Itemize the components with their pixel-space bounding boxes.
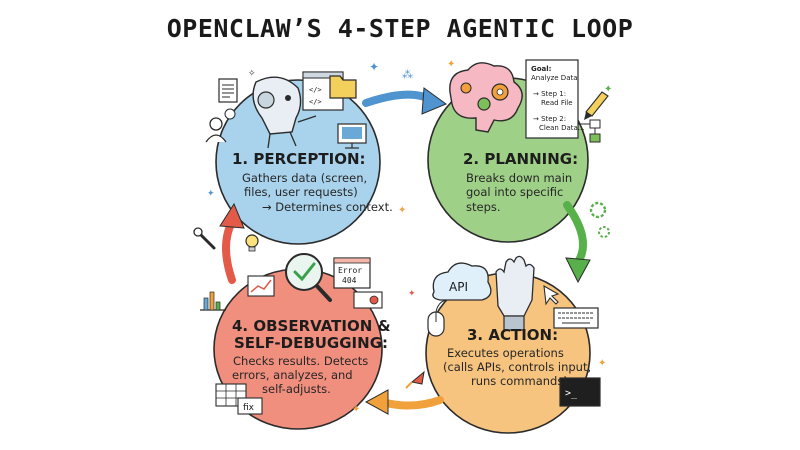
- brain-gears-icon: [449, 62, 523, 133]
- error-label-1: Error: [338, 266, 362, 275]
- magnifier-check-icon: [285, 253, 332, 302]
- code-bug-icon: [353, 291, 383, 309]
- step-perception-line-2: files, user requests): [244, 185, 358, 199]
- svg-text:✦: ✦: [604, 84, 612, 95]
- step-planning-line-3: steps.: [466, 200, 501, 214]
- robot-head-icon: [252, 76, 317, 149]
- flowchart-icon: [578, 119, 601, 143]
- lightbulb-icon: [245, 234, 259, 252]
- goal-label: Goal:: [531, 65, 552, 73]
- svg-text:✧: ✧: [248, 69, 256, 79]
- circle-perception: [215, 79, 381, 245]
- step-action-line-2: (calls APIs, controls input,: [443, 360, 592, 374]
- arrow-action-to-observation: [364, 389, 444, 415]
- step-observation-line-1: Checks results. Detects: [233, 354, 369, 368]
- step1-label: → Step 1:: [533, 90, 566, 98]
- code-glyph-1: </>: [309, 86, 322, 94]
- trend-chart-icon: [247, 275, 275, 297]
- svg-text:✦: ✦: [207, 189, 215, 199]
- cursor-icon: [543, 284, 560, 306]
- mouse-icon: [427, 299, 447, 337]
- step-planning-line-2: goal into specific: [466, 185, 564, 199]
- svg-text:✦: ✦: [598, 358, 606, 369]
- error-label-2: 404: [342, 276, 357, 285]
- rocket-icon: [405, 370, 425, 389]
- step2-label: → Step 2:: [533, 115, 566, 123]
- monitor-icon: [337, 123, 367, 149]
- step-observation-line-2: errors, analyzes, and: [232, 368, 353, 382]
- step-perception-line-3: → Determines context.: [262, 200, 393, 214]
- api-label: API: [449, 280, 468, 294]
- user-icon: [205, 108, 236, 143]
- step-action-line-3: runs commands).: [471, 374, 572, 388]
- step-observation-line-3: self-adjusts.: [262, 382, 331, 396]
- sparkle-icon: ✦ ✦ ✦ ✦ ✦ ✦ ✦ ✦ ✧ ⁂: [207, 59, 612, 415]
- step-observation-title-2: SELF-DEBUGGING:: [234, 334, 388, 352]
- goal-text: Analyze Data: [531, 74, 578, 82]
- step-action-title: 3. ACTION:: [467, 326, 559, 344]
- svg-text:✦: ✦: [352, 404, 360, 415]
- robot-hand-icon: [495, 255, 535, 331]
- arrow-observation-to-perception: [219, 202, 245, 284]
- fix-label: fix: [243, 403, 255, 413]
- step2-text: Clean Data...: [539, 124, 584, 132]
- step-action-line-1: Executes operations: [447, 346, 564, 360]
- svg-text:⁂: ⁂: [402, 68, 413, 81]
- step1-text: Read File: [541, 99, 573, 107]
- svg-text:✦: ✦: [398, 205, 406, 216]
- pencil-icon: [584, 91, 609, 120]
- svg-text:✦: ✦: [447, 59, 455, 70]
- api-cloud-icon: API: [432, 262, 492, 301]
- bar-chart-icon: [200, 291, 226, 311]
- terminal-icon: >_: [559, 377, 601, 407]
- step-perception-line-1: Gathers data (screen,: [242, 171, 368, 185]
- keyboard-icon: [553, 307, 599, 329]
- step-planning-line-1: Breaks down main: [466, 171, 573, 185]
- step-planning-title: 2. PLANNING:: [463, 150, 579, 168]
- error-window-icon: Error 404: [333, 257, 371, 289]
- arrow-perception-to-planning: [362, 87, 448, 115]
- terminal-prompt: >_: [565, 388, 578, 399]
- code-glyph-2: </>: [309, 98, 322, 106]
- document-icon: [218, 78, 238, 103]
- wrench-icon: [193, 227, 216, 250]
- step-perception-title: 1. PERCEPTION:: [232, 150, 366, 168]
- goal-note: Goal: Analyze Data → Step 1: Read File →…: [525, 59, 584, 139]
- gear-icon: [589, 201, 610, 238]
- arrow-planning-to-action: [563, 201, 591, 284]
- spreadsheet-fix-icon: fix: [215, 383, 263, 415]
- page-title: OPENCLAW’S 4-STEP AGENTIC LOOP: [166, 14, 634, 43]
- svg-text:✦: ✦: [408, 289, 416, 299]
- folder-icon: [329, 75, 357, 99]
- step-observation-title-1: 4. OBSERVATION &: [232, 317, 391, 335]
- svg-text:✦: ✦: [369, 60, 379, 74]
